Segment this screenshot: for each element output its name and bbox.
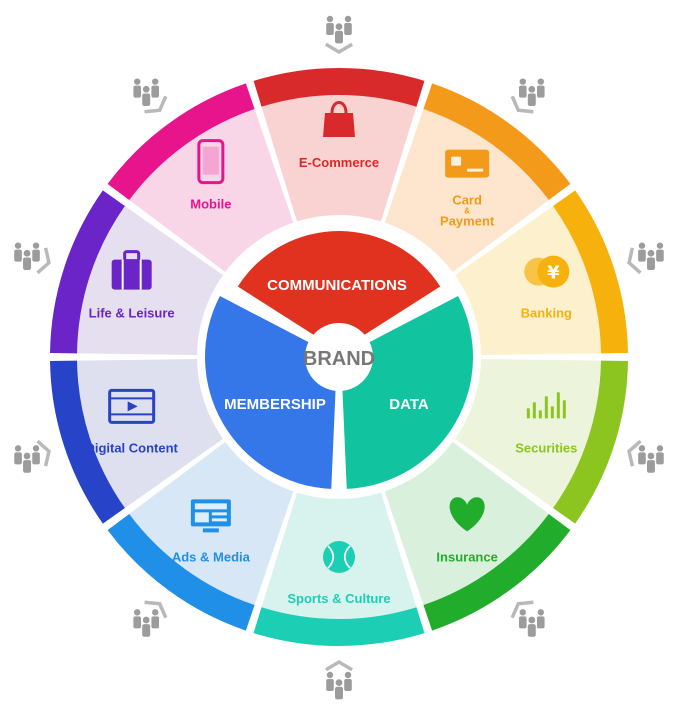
chevron-icon <box>325 42 353 55</box>
center-communications-label: COMMUNICATIONS <box>267 277 407 294</box>
chevron-icon <box>36 439 51 467</box>
securities-segment <box>455 358 601 509</box>
people-group-icon <box>326 15 352 44</box>
heart-icon <box>449 497 485 532</box>
sports-culture-outer-band <box>253 607 425 646</box>
people-group-icon <box>326 671 352 700</box>
smartphone-icon <box>197 139 225 185</box>
segment-label: Banking <box>521 306 572 321</box>
mobile-segment <box>129 108 294 272</box>
chevron-icon <box>325 659 353 672</box>
svg-text:¥: ¥ <box>547 263 560 284</box>
segment-label: Card <box>452 193 482 208</box>
segment-label: Life & Leisure <box>89 306 175 321</box>
segment-ring <box>50 67 628 646</box>
chevron-icon <box>627 247 642 275</box>
coins-icon: ¥ <box>524 255 570 288</box>
segment-label-line2: Payment <box>440 214 495 229</box>
center-pie: COMMUNICATIONS DATA MEMBERSHIP <box>204 230 473 489</box>
digital-content-outer-band <box>50 360 125 524</box>
center-membership-label: MEMBERSHIP <box>224 396 326 413</box>
segment-label: Digital Content <box>85 440 178 455</box>
segment-icons: ¥ <box>108 101 570 573</box>
chevron-icon <box>627 439 642 467</box>
people-group-icon <box>638 242 664 271</box>
people-group-icon <box>133 78 160 107</box>
life-leisure-outer-band <box>50 190 125 354</box>
chevron-icon <box>510 95 534 114</box>
chevron-icon <box>36 247 51 275</box>
shopping-bag-icon <box>323 101 355 137</box>
mobile-outer-band <box>107 83 255 201</box>
card-payment-outer-band <box>423 83 571 201</box>
people-group-icon <box>14 445 40 473</box>
segment-label: Sports & Culture <box>287 591 390 606</box>
people-group-icon <box>14 242 40 271</box>
bar-chart-icon <box>526 392 566 419</box>
center-membership <box>204 296 337 489</box>
digital-content-segment <box>77 358 223 509</box>
ads-media-outer-band <box>107 513 255 631</box>
film-icon <box>108 388 156 424</box>
people-group-icon <box>518 609 545 637</box>
segment-label: Securities <box>515 440 577 455</box>
segment-label: E-Commerce <box>299 155 379 170</box>
people-group-icon <box>638 445 664 473</box>
chevron-icon <box>144 600 168 619</box>
center-data-label: DATA <box>389 396 429 413</box>
center-communications <box>237 230 441 351</box>
suitcase-icon <box>111 250 152 290</box>
credit-card-icon <box>445 149 490 178</box>
people-group-icon <box>133 609 160 637</box>
segment-label: Insurance <box>436 549 497 564</box>
monitor-icon <box>190 499 231 533</box>
people-group-icon <box>518 78 545 107</box>
e-commerce-segment <box>261 95 417 222</box>
chevron-icon <box>510 600 534 619</box>
segment-label: Mobile <box>190 197 231 212</box>
brand-label: BRAND <box>303 348 375 370</box>
segment-labels: E-CommerceCard&PaymentBankingSecuritiesI… <box>85 155 577 606</box>
insurance-outer-band <box>423 513 571 631</box>
chevron-icon <box>144 95 168 114</box>
segment-label-amp: & <box>464 207 470 216</box>
outer-people-layer <box>14 15 664 700</box>
baseball-icon <box>323 541 355 573</box>
card-payment-segment <box>384 108 549 272</box>
e-commerce-outer-band <box>253 67 425 107</box>
securities-outer-band <box>553 360 628 524</box>
center-brand-hub: BRAND <box>303 323 375 391</box>
segment-label: Ads & Media <box>172 549 251 564</box>
center-data <box>341 296 473 489</box>
banking-outer-band <box>553 190 628 354</box>
